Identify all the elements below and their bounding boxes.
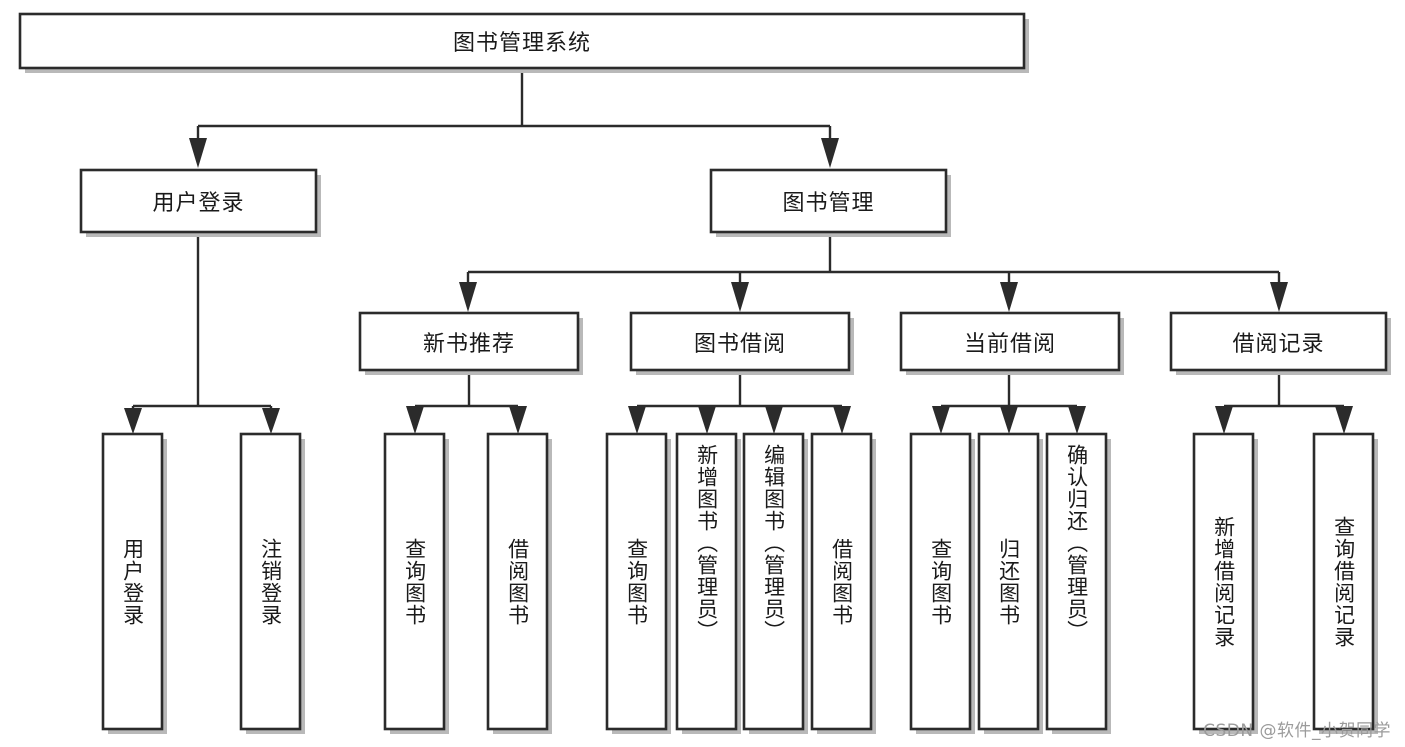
arrow-root-to-user-login xyxy=(189,138,207,168)
box-layer xyxy=(18,12,1391,734)
arrow-borrow-leaf-1 xyxy=(628,406,646,434)
level3-box-borrow-record[interactable] xyxy=(1169,311,1388,372)
arrow-borrow-leaf-3 xyxy=(765,406,783,434)
arrow-current-leaf-3 xyxy=(1068,406,1086,434)
leaf-box-borrow-book-2[interactable] xyxy=(810,432,873,731)
arrow-newbook-leaf-2 xyxy=(509,406,527,434)
arrow-bookmgmt-to-borrow xyxy=(731,282,749,312)
arrow-borrow-leaf-2 xyxy=(698,406,716,434)
leaf-box-query-book-1[interactable] xyxy=(383,432,446,731)
watermark-text: CSDN @软件_小贺同学 xyxy=(1203,721,1391,741)
arrow-userlogin-leaf-2 xyxy=(262,408,280,434)
level3-box-new-book-recommend[interactable] xyxy=(358,311,580,372)
leaf-box-confirm-return-admin[interactable] xyxy=(1045,432,1108,731)
arrow-record-leaf-2 xyxy=(1335,406,1353,434)
leaf-box-add-book-admin[interactable] xyxy=(675,432,738,731)
arrow-bookmgmt-to-record xyxy=(1270,282,1288,312)
leaf-box-edit-book-admin[interactable] xyxy=(742,432,805,731)
leaf-box-borrow-book-1[interactable] xyxy=(486,432,549,731)
arrow-root-to-book-mgmt xyxy=(821,138,839,168)
leaf-box-logout[interactable] xyxy=(239,432,302,731)
level2-box-book-management[interactable] xyxy=(709,168,948,234)
leaf-box-query-book-3[interactable] xyxy=(909,432,972,731)
leaf-box-query-borrow-record[interactable] xyxy=(1312,432,1375,731)
level3-box-book-borrow[interactable] xyxy=(629,311,851,372)
arrow-newbook-leaf-1 xyxy=(406,406,424,434)
arrow-current-leaf-2 xyxy=(1000,406,1018,434)
leaf-box-user-login[interactable] xyxy=(101,432,164,731)
leaf-box-add-borrow-record[interactable] xyxy=(1192,432,1255,731)
arrow-bookmgmt-to-newbook xyxy=(459,282,477,312)
leaf-box-return-book[interactable] xyxy=(977,432,1040,731)
connector-layer xyxy=(124,68,1353,434)
level3-box-current-borrow[interactable] xyxy=(899,311,1121,372)
root-box[interactable] xyxy=(18,12,1026,70)
arrow-record-leaf-1 xyxy=(1215,406,1233,434)
arrow-borrow-leaf-4 xyxy=(833,406,851,434)
arrow-bookmgmt-to-current xyxy=(1000,282,1018,312)
leaf-box-query-book-2[interactable] xyxy=(605,432,668,731)
arrow-userlogin-leaf-1 xyxy=(124,408,142,434)
level2-box-user-login[interactable] xyxy=(79,168,318,234)
arrow-current-leaf-1 xyxy=(932,406,950,434)
